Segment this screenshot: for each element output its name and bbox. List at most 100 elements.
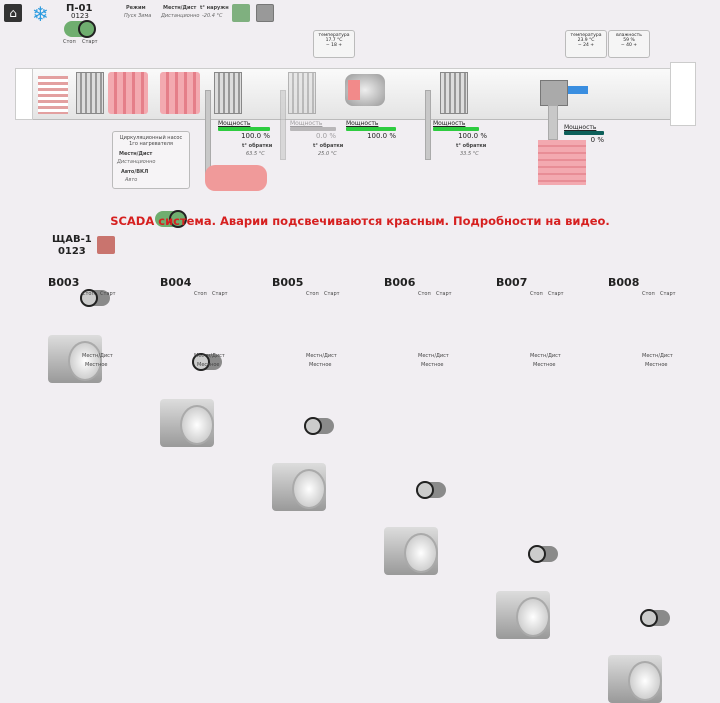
sensor-title: температура [570,33,602,38]
steam-generator-icon [538,140,586,185]
pump-panel: Циркуляционный насос 1го нагревателя Мес… [112,131,190,228]
setpoint-value[interactable]: 40 [626,43,632,48]
stop-label: Стоп [63,39,76,45]
heater2-power: Мощность 0.0 % [290,120,336,140]
intake-icon [15,68,33,120]
network-button[interactable] [232,4,250,22]
fan-toggle[interactable] [416,481,446,499]
sensor-humidity: влажность 59 % − 40 + [608,30,650,58]
setpoint-stepper[interactable]: − 40 + [620,43,638,48]
heater3-icon [440,72,468,114]
stop-label: Стоп [82,291,95,297]
local-label: Местн/Дист [82,353,113,359]
humidifier-icon [540,80,568,106]
local-label: Местн/Дист [194,353,225,359]
fan-toggle[interactable] [80,289,110,307]
local-value: Местное [645,362,668,368]
recuperator-icon [160,72,200,114]
power-label: Мощность [290,120,323,127]
panel-network-button[interactable] [97,236,115,254]
power-value: 0 % [590,136,604,144]
return-temp-label: t° обратки [456,143,487,149]
unit-title: П-01 [66,3,93,14]
stop-label: Стоп [642,291,655,297]
mode-label: Режим [126,5,146,11]
return-temp-label: t° обратки [313,143,344,149]
local-value: Местное [309,362,332,368]
setpoint-stepper[interactable]: − 24 + [577,43,595,48]
fan-icon [48,335,102,383]
pump-local-label: Местн/Дист [119,151,153,157]
sensor-title: температура [318,33,350,38]
power-bar [218,127,270,131]
return-temp-label: t° обратки [242,143,273,149]
stop-label: Стоп [194,291,207,297]
fan-power: Мощность 100.0 % [346,120,396,140]
filter-icon [76,72,104,114]
local-label: Местн/Дист [418,353,449,359]
setpoint-value[interactable]: 24 [583,43,589,48]
return-temp-value: 25.0 °C [318,151,337,157]
local-value: Местное [421,362,444,368]
humidifier-power: Мощность 0 % [564,124,604,144]
local-label: Местн/Дист [642,353,673,359]
fan-icon [608,655,662,703]
outlet-icon [670,62,696,126]
fan-name: В008 [608,276,640,289]
sensor-value: 23.9 °C [577,38,595,43]
power-value: 100.0 % [458,132,487,140]
fan-icon [384,527,438,575]
pump-alarm-icon [205,165,267,191]
stop-label: Стоп [418,291,431,297]
steam-icon [568,86,588,94]
sensor-title: влажность [616,33,642,38]
power-bar [346,127,396,131]
fan-name: В004 [160,276,192,289]
power-label: Мощность [433,120,466,127]
setpoint-stepper[interactable]: − 18 + [325,43,343,48]
fan-name: В003 [48,276,80,289]
heater1-power: Мощность 100.0 % [218,120,270,140]
local-value: Местное [85,362,108,368]
pump-title: Циркуляционный насос 1го нагревателя [119,135,183,147]
fan-toggle[interactable] [640,609,670,627]
banner-text: SCADA система. Аварии подсвечиваются кра… [110,214,610,228]
mode-value: Пуск Зима [124,13,152,19]
local-value: Местное [533,362,556,368]
start-label: Старт [82,39,98,45]
power-bar [290,127,336,131]
start-label: Старт [436,291,452,297]
power-bar [564,131,604,135]
local-value: Местное [197,362,220,368]
start-label: Старт [548,291,564,297]
panel-name: ЩАВ-1 [52,234,92,245]
power-value: 0.0 % [315,132,336,140]
power-value: 100.0 % [367,132,396,140]
damper-icon [38,76,68,114]
power-label: Мощность [346,120,379,127]
stop-label: Стоп [530,291,543,297]
fan-icon [496,591,550,639]
fan-toggle[interactable] [304,417,334,435]
start-label: Старт [212,291,228,297]
fan-icon [160,399,214,447]
fan-alarm-icon [348,80,360,100]
chart-button[interactable] [256,4,274,22]
outdoor-temp-label: t° наружн [200,5,229,11]
home-button[interactable]: ⌂ [4,4,22,22]
fan-name: В006 [384,276,416,289]
power-label: Мощность [564,124,597,131]
fan-toggle[interactable] [192,353,222,371]
setpoint-value[interactable]: 18 [331,43,337,48]
pump-toggle[interactable] [155,210,187,228]
local-label: Местн/Дист [163,5,197,11]
pump-auto-value: Авто [125,177,138,183]
pipe [548,105,558,140]
start-label: Старт [324,291,340,297]
unit-code: 0123 [71,12,89,20]
return-temp-value: 33.5 °C [460,151,479,157]
unit-start-toggle[interactable] [64,20,96,38]
fan-toggle[interactable] [528,545,558,563]
fan-icon [272,463,326,511]
